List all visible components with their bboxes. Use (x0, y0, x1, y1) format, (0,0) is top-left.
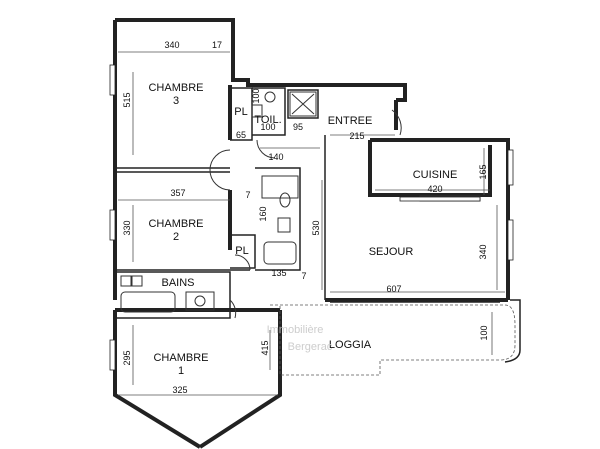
dim-c1-side: 415 (260, 340, 270, 355)
room-number-chambre2: 2 (173, 231, 179, 243)
dimension-lines (118, 51, 505, 396)
room-label-chambre3: CHAMBRE (148, 82, 203, 94)
dim-corridor: 140 (268, 152, 283, 162)
dim-entree-width: 215 (349, 131, 364, 141)
fixtures (120, 91, 481, 313)
dim-toil-sub: 100 (260, 122, 275, 132)
dim-sejour-length: 607 (386, 284, 401, 294)
room-label-toilet: TOIL. (254, 114, 281, 126)
dim-c3-extra: 17 (212, 40, 222, 50)
room-label-bains: BAINS (161, 277, 194, 289)
dim-toil-width: 95 (293, 122, 303, 132)
sink-icon (194, 295, 206, 307)
room-label-pl-mid: PL (235, 245, 248, 257)
watermark-line2: Bergerac (288, 341, 333, 353)
dim-seven-a: 7 (245, 190, 250, 200)
dim-c2-height: 330 (122, 220, 132, 235)
dim-c3-height: 515 (122, 92, 132, 107)
dim-bath-width: 135 (271, 268, 286, 278)
bathtub-icon (263, 241, 297, 265)
room-label-chambre2: CHAMBRE (148, 218, 203, 230)
watermark-line1: Immobilière (267, 324, 324, 336)
dim-cuisine-height: 165 (478, 164, 488, 179)
dim-toil-height: 100 (251, 88, 261, 103)
room-number-chambre3: 3 (173, 95, 179, 107)
dim-pl-width: 65 (236, 130, 246, 140)
windows (109, 64, 514, 371)
watermark: Immobilière Bergerac (267, 324, 333, 353)
room-label-chambre1: CHAMBRE (153, 352, 208, 364)
doors (209, 109, 402, 319)
room-number-chambre1: 1 (178, 365, 184, 377)
dim-bath-height: 160 (258, 206, 268, 221)
dimension-numbers: 340 17 515 65 95 100 100 215 140 357 330… (122, 40, 489, 395)
room-label-sejour: SEJOUR (369, 246, 414, 258)
toilet-icon (264, 91, 276, 103)
dim-c2-width: 357 (170, 188, 185, 198)
dim-c3-width: 340 (164, 40, 179, 50)
room-label-entree: ENTREE (328, 115, 373, 127)
dim-seven-b: 7 (301, 271, 306, 281)
dim-loggia-height: 100 (479, 325, 489, 340)
room-labels: CHAMBRE 3 CHAMBRE 2 CHAMBRE 1 TOIL. PL P… (148, 82, 457, 377)
dim-c1-height: 295 (122, 350, 132, 365)
dim-sejour-width: 340 (478, 244, 488, 259)
bathtub-icon (120, 291, 176, 313)
dim-sejour-height: 530 (311, 220, 321, 235)
loggia-outline (270, 299, 521, 376)
room-label-loggia: LOGGIA (329, 339, 372, 351)
dim-c1-width: 325 (172, 385, 187, 395)
room-label-pl-top: PL (234, 106, 247, 118)
dim-cuisine-width: 420 (427, 184, 442, 194)
room-label-cuisine: CUISINE (413, 169, 458, 181)
